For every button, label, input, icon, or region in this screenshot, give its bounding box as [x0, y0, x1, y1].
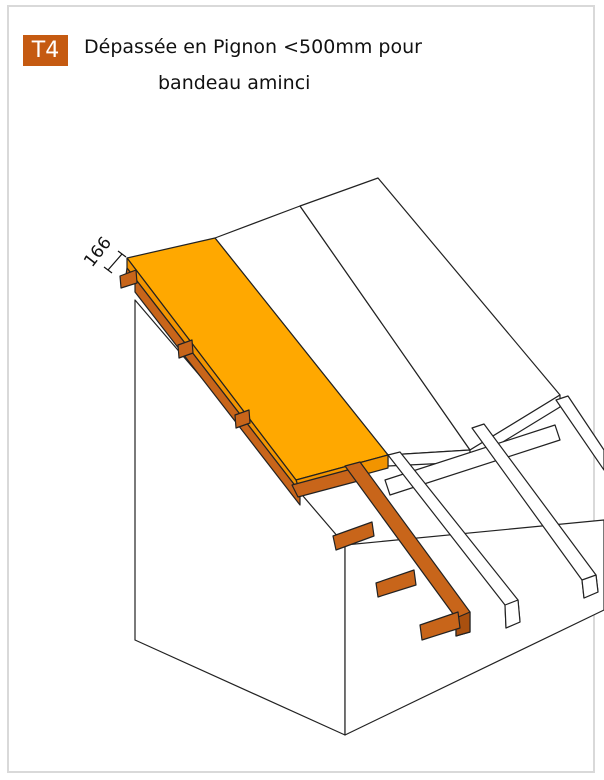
rafter-1	[387, 451, 521, 629]
dimension-label: 166	[80, 233, 116, 271]
title-line-1: Dépassée en Pignon <500mm pour	[84, 36, 422, 58]
rafter-2	[471, 423, 599, 599]
rafter-3	[555, 395, 604, 471]
code-badge: T4	[23, 35, 68, 66]
title-line-2: bandeau aminci	[158, 72, 311, 94]
gable-ladder-timber	[119, 267, 471, 641]
dimension-marker	[103, 250, 127, 274]
